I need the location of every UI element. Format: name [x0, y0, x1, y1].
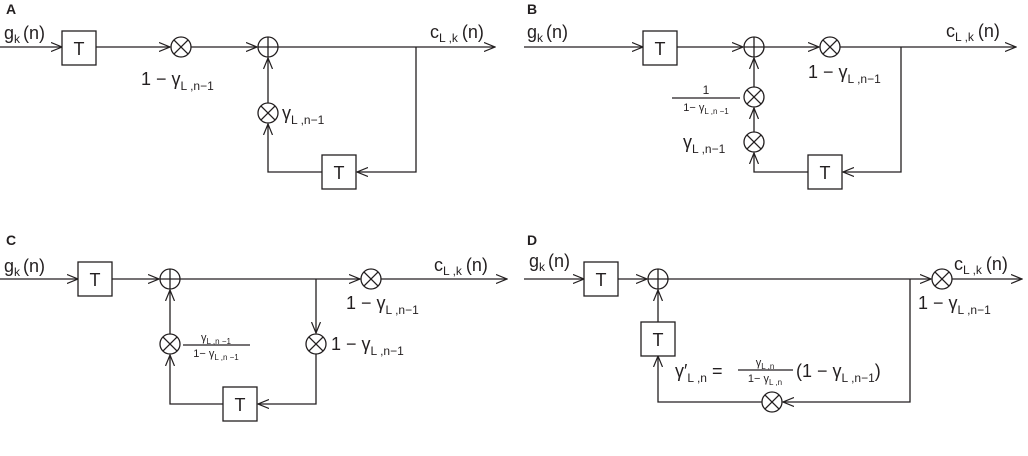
adder-node-a — [257, 36, 279, 58]
wire-b-feedback-2 — [754, 153, 808, 173]
panel-a: A gk(n) T 1 − γL ,n−1 cL ,k(n) T γL ,n — [0, 1, 495, 190]
delay-label-b2: T — [820, 163, 831, 183]
adder-node-c — [159, 268, 181, 290]
gain-label-c-output: 1 − γL ,n−1 — [346, 293, 419, 317]
equation-denominator-d: 1− γL ,n — [748, 373, 782, 387]
delay-block-b2 — [807, 154, 843, 190]
multiplier-node-c-feedback — [159, 333, 181, 355]
gain-label-c-branch: 1 − γL ,n−1 — [331, 334, 404, 358]
output-signal-label-a: cL ,k(n) — [430, 22, 484, 45]
multiplier-node-b2 — [743, 131, 765, 153]
gain-fraction-c: γL ,n −1 1− γL ,n −1 — [183, 332, 250, 362]
input-signal-label-d: gk(n) — [529, 251, 570, 274]
output-signal-label-d: cL ,k(n) — [954, 254, 1008, 277]
panel-c: C gk(n) T 1 − γL ,n−1 cL ,k(n) 1 − γL ,n… — [0, 232, 507, 422]
delay-label-a1: T — [74, 39, 85, 59]
gamma-prime-equation-d: γ′L ,n = γL ,n 1− γL ,n (1 − γL ,n−1) — [675, 357, 881, 387]
fraction-denominator-c: 1− γL ,n −1 — [193, 348, 239, 362]
input-signal-label-a: gk(n) — [4, 23, 45, 46]
panel-label-d: D — [527, 232, 537, 248]
input-signal-label-c: gk(n) — [4, 256, 45, 279]
wire-c-feedback-2 — [170, 355, 223, 405]
gain-label-a-forward: 1 − γL ,n−1 — [141, 69, 214, 93]
equation-lhs-d: γ′L ,n = — [675, 361, 722, 385]
panel-label-a: A — [6, 1, 16, 17]
gain-label-a-feedback: γL ,n−1 — [282, 103, 325, 127]
gain-label-b-output: 1 − γL ,n−1 — [808, 62, 881, 86]
panel-b: B gk(n) T 1 − γL ,n−1 cL ,k(n) T γL ,n−1 — [524, 1, 1016, 190]
wire-c-feedback-1 — [258, 354, 317, 404]
equation-tail-d: (1 − γL ,n−1) — [796, 361, 881, 385]
fraction-numerator-b: 1 — [703, 83, 710, 97]
delay-label-a2: T — [334, 163, 345, 183]
gain-label-d-output: 1 − γL ,n−1 — [918, 293, 991, 317]
output-signal-label-b: cL ,k(n) — [946, 21, 1000, 44]
gain-label-b-feedback: γL ,n−1 — [683, 132, 726, 156]
adder-node-d — [647, 268, 669, 290]
delay-label-c2: T — [235, 395, 246, 415]
equation-numerator-d: γL ,n — [756, 357, 775, 371]
wire-b-feedback-1 — [843, 47, 902, 172]
multiplier-node-b-output — [819, 36, 841, 58]
output-signal-label-c: cL ,k(n) — [434, 255, 488, 278]
multiplier-node-d-feedback — [761, 391, 783, 413]
gain-fraction-b: 1 1− γL ,n −1 — [672, 83, 740, 116]
delay-label-c1: T — [90, 270, 101, 290]
adder-node-b — [743, 36, 765, 58]
input-signal-label-b: gk(n) — [527, 22, 568, 45]
fraction-denominator-b: 1− γL ,n −1 — [683, 102, 729, 116]
wire-a-feedback-1 — [357, 47, 417, 172]
delay-label-b1: T — [655, 39, 666, 59]
multiplier-node-a2 — [257, 102, 279, 124]
fraction-numerator-c: γL ,n −1 — [201, 332, 231, 346]
wire-d-feedback-2 — [658, 356, 762, 403]
multiplier-node-c-branch — [305, 333, 327, 355]
delay-label-d1: T — [596, 270, 607, 290]
multiplier-node-b1 — [743, 86, 765, 108]
multiplier-node-a1 — [170, 36, 192, 58]
panel-label-b: B — [527, 1, 537, 17]
wire-d-feedback-1 — [783, 279, 911, 402]
multiplier-node-c-output — [360, 268, 382, 290]
delay-block-b1 — [642, 30, 678, 66]
wire-a-feedback-2 — [268, 124, 322, 173]
panel-label-c: C — [6, 232, 16, 248]
panel-d: D gk(n) T cL ,k(n) 1 − γL ,n−1 T — [524, 232, 1022, 413]
delay-block-a1 — [61, 30, 97, 66]
multiplier-node-d-output — [931, 268, 953, 290]
delay-label-d2: T — [653, 330, 664, 350]
